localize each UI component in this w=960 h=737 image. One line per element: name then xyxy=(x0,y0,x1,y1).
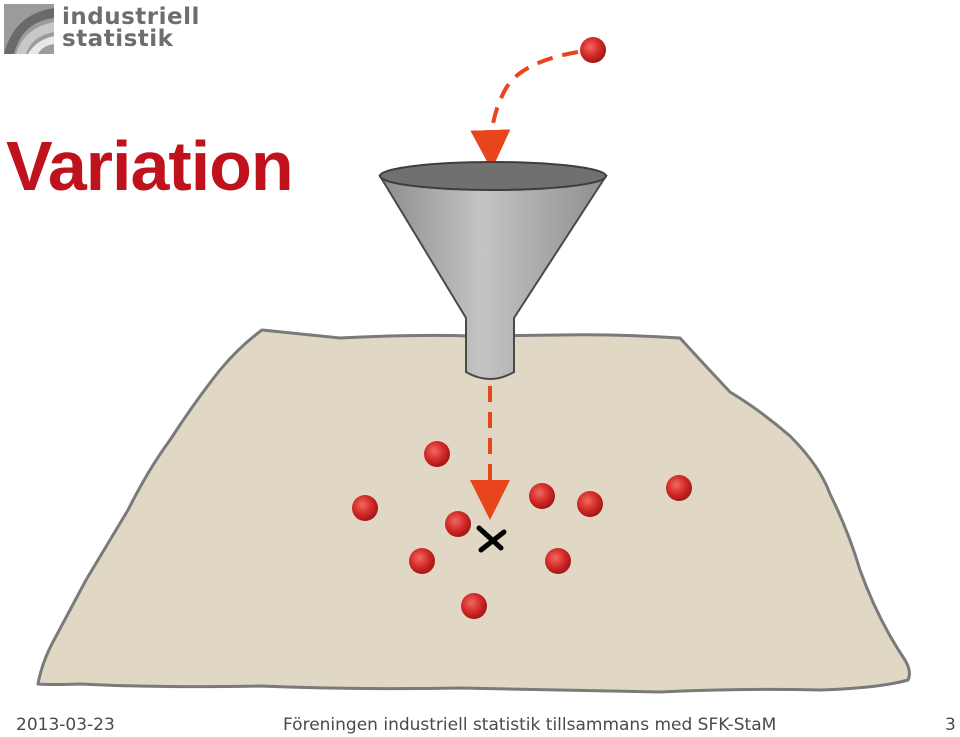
logo-text-industriell: industriell xyxy=(62,4,200,30)
ball xyxy=(461,593,487,619)
ball xyxy=(409,548,435,574)
footer-organization: Föreningen industriell statistik tillsam… xyxy=(283,715,777,735)
ball xyxy=(445,511,471,537)
ball xyxy=(529,483,555,509)
logo-mark-icon xyxy=(4,4,54,54)
surface-area xyxy=(36,328,911,694)
ball xyxy=(577,491,603,517)
logo-text-statistik: statistik xyxy=(62,26,174,52)
funnel-icon xyxy=(378,161,608,380)
slide-title: Variation xyxy=(6,127,294,205)
ball xyxy=(424,441,450,467)
page-number: 3 xyxy=(945,715,956,735)
drop-arrow-top xyxy=(470,50,579,170)
cross-marker-icon xyxy=(476,525,507,553)
ball xyxy=(666,475,692,501)
ball xyxy=(352,495,378,521)
ball xyxy=(545,548,571,574)
falling-ball xyxy=(580,37,606,63)
logo: industriell statistik xyxy=(4,4,234,56)
footer-date: 2013-03-23 xyxy=(16,715,115,735)
